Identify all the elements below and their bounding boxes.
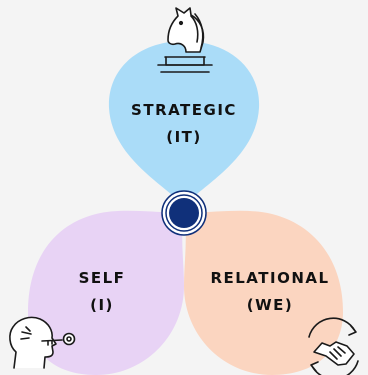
handshake-cycle-icon	[308, 317, 359, 375]
strategic-label: STRATEGIC (IT)	[114, 101, 254, 147]
relational-lobe	[184, 210, 343, 375]
strategic-title: STRATEGIC	[131, 101, 237, 119]
strategic-lobe	[108, 41, 260, 206]
self-label: SELF (I)	[32, 269, 172, 315]
relational-label: RELATIONAL (WE)	[200, 269, 340, 315]
head-with-key-icon	[9, 316, 76, 369]
self-title: SELF	[78, 269, 126, 287]
chess-knight-icon	[157, 7, 213, 73]
relational-title: RELATIONAL	[210, 269, 330, 287]
self-subtitle: (I)	[90, 296, 114, 314]
center-node	[161, 190, 207, 236]
strategic-subtitle: (IT)	[166, 128, 202, 146]
relational-subtitle: (WE)	[246, 296, 294, 314]
